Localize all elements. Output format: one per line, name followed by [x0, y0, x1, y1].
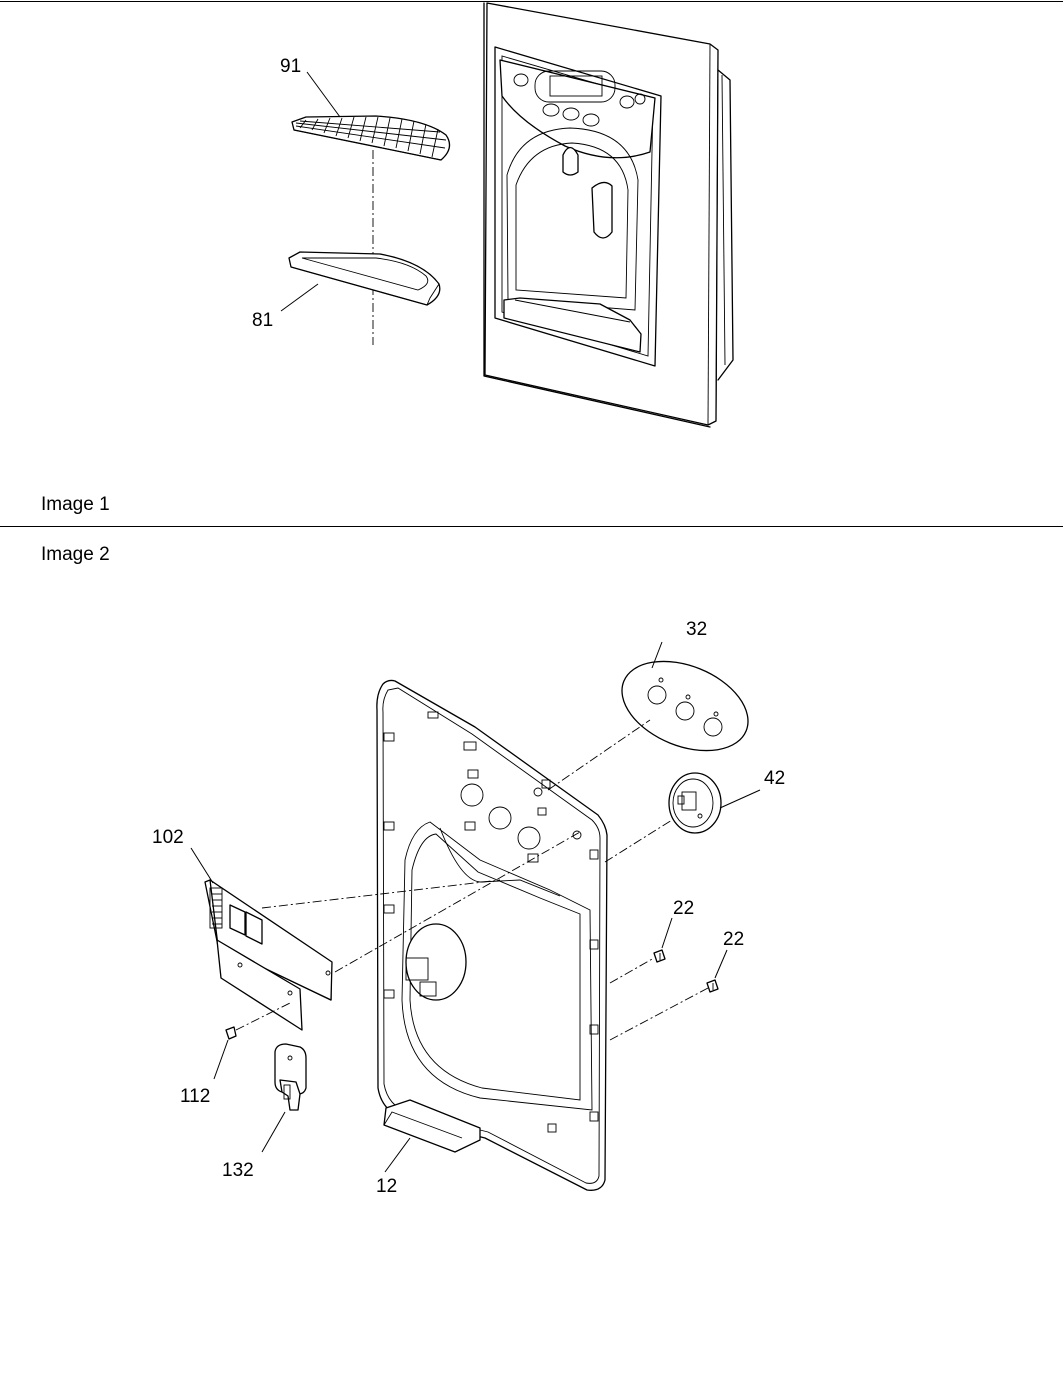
- screw-part-22-lower: [706, 979, 719, 993]
- leader-102: [190, 847, 214, 884]
- drip-tray-part-81: [288, 251, 441, 306]
- leader-22-lower: [714, 949, 728, 979]
- gasket-part-32: [621, 660, 749, 752]
- section-divider: [0, 526, 1063, 527]
- leader-32: [651, 641, 663, 669]
- callout-32: 32: [686, 619, 707, 640]
- axis-112: [235, 1001, 293, 1031]
- drip-grille-part-91: [291, 115, 451, 161]
- callout-42: 42: [764, 768, 785, 789]
- image2-caption: Image 2: [41, 544, 110, 565]
- dispenser-housing-part-12: [376, 679, 608, 1191]
- callout-22-upper: 22: [673, 898, 694, 919]
- callout-132: 132: [222, 1160, 254, 1181]
- image2-group: 12 32 42: [152, 619, 785, 1197]
- axis-42: [604, 819, 673, 863]
- callout-81: 81: [252, 310, 273, 331]
- callout-91: 91: [280, 56, 301, 77]
- circuit-board-part-102: [204, 879, 333, 1031]
- leader-22-upper: [661, 917, 673, 949]
- leader-91: [306, 71, 341, 118]
- axis-102b: [261, 879, 501, 909]
- callout-12: 12: [376, 1176, 397, 1197]
- leader-81: [280, 283, 319, 312]
- screw-part-112: [225, 1026, 237, 1040]
- callout-22-lower: 22: [723, 929, 744, 950]
- leader-112: [213, 1039, 229, 1080]
- leader-12: [384, 1137, 411, 1173]
- axis-22-upper: [609, 957, 655, 984]
- axis-22-lower: [609, 987, 709, 1041]
- callout-102: 102: [152, 827, 184, 848]
- axis-32: [547, 719, 651, 791]
- knob-part-42: [668, 772, 722, 834]
- callout-112: 112: [180, 1086, 210, 1107]
- axis-102: [334, 831, 581, 973]
- leader-42: [719, 789, 761, 809]
- image1-group: 91 81: [252, 2, 734, 428]
- screw-part-22-upper: [653, 949, 666, 963]
- top-divider: [0, 1, 1063, 2]
- leader-132: [261, 1111, 286, 1153]
- dispenser-door-panel: [483, 2, 734, 428]
- image1-caption: Image 1: [41, 494, 110, 515]
- switch-part-132: [274, 1043, 307, 1111]
